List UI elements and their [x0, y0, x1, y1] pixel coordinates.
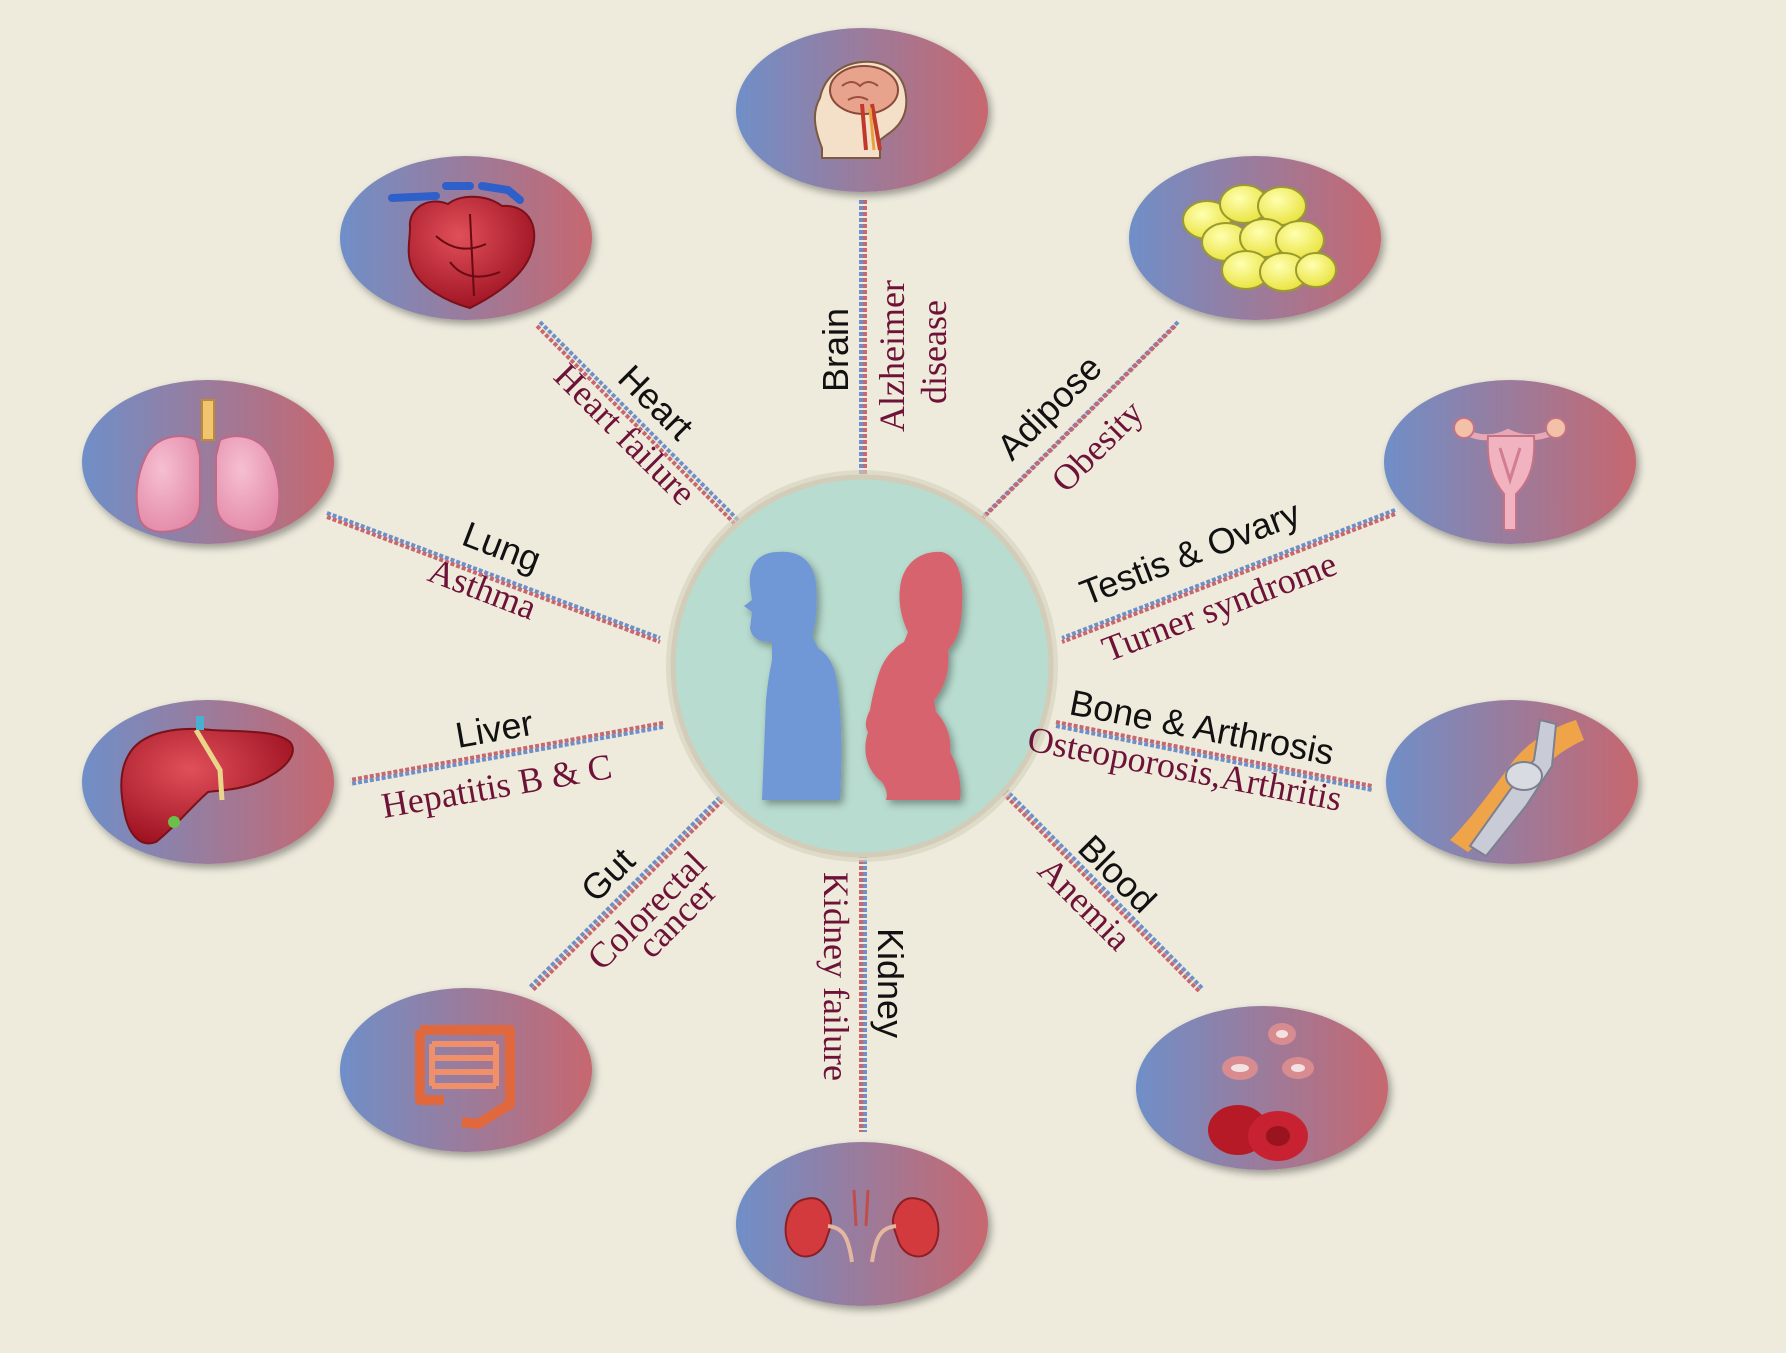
blood-spoke-blue — [1003, 787, 1205, 991]
knee-joint-icon — [1450, 718, 1584, 858]
liver-spoke-blue — [349, 725, 664, 786]
kidney-icon — [784, 1189, 940, 1263]
brain-disease-label-line1: Alzheimer — [872, 280, 912, 432]
gut-spoke-blue — [528, 791, 726, 989]
liver-spoke-red — [349, 721, 664, 782]
intestine-icon — [415, 1025, 515, 1129]
testis-ovary-spoke-blue — [1061, 508, 1396, 640]
kidney-organ-label: Kidney — [870, 928, 911, 1038]
gut-oval — [340, 988, 592, 1152]
testis-ovary-oval — [1384, 380, 1636, 544]
lung-spoke-red — [326, 515, 661, 644]
gut-spoke-red — [531, 794, 729, 992]
kidney-oval — [736, 1142, 988, 1306]
lung-spoke-blue — [326, 511, 661, 640]
adipose-oval — [1129, 156, 1381, 320]
spoke-lines — [326, 200, 1396, 1132]
uterus-icon — [1453, 417, 1567, 531]
brain-icon — [814, 60, 908, 159]
liver-icon — [120, 716, 294, 845]
blood-oval — [1136, 1006, 1388, 1170]
testis-ovary-spoke-red — [1061, 512, 1396, 644]
lung-icon — [135, 399, 281, 533]
female-silhouette — [865, 551, 963, 800]
blood-cells-icon — [1208, 1023, 1314, 1161]
heart-spoke-blue — [538, 320, 740, 522]
lung-oval — [82, 380, 334, 544]
male-silhouette — [744, 551, 842, 800]
blood-spoke-red — [1000, 790, 1202, 994]
bone-oval — [1386, 700, 1638, 864]
kidney-disease-label: Kidney failure — [816, 872, 856, 1081]
heart-spoke-red — [535, 324, 737, 526]
brain-disease-label-line2: disease — [914, 300, 954, 404]
center-circle — [666, 470, 1058, 862]
adipose-spoke-red — [977, 324, 1177, 524]
fat-cells-icon — [1182, 184, 1337, 292]
liver-oval — [82, 700, 334, 864]
brain-organ-label: Brain — [815, 308, 856, 392]
brain-oval — [736, 28, 988, 192]
heart-icon — [388, 182, 536, 310]
male-female-silhouettes-icon — [744, 551, 963, 800]
heart-oval — [340, 156, 592, 320]
